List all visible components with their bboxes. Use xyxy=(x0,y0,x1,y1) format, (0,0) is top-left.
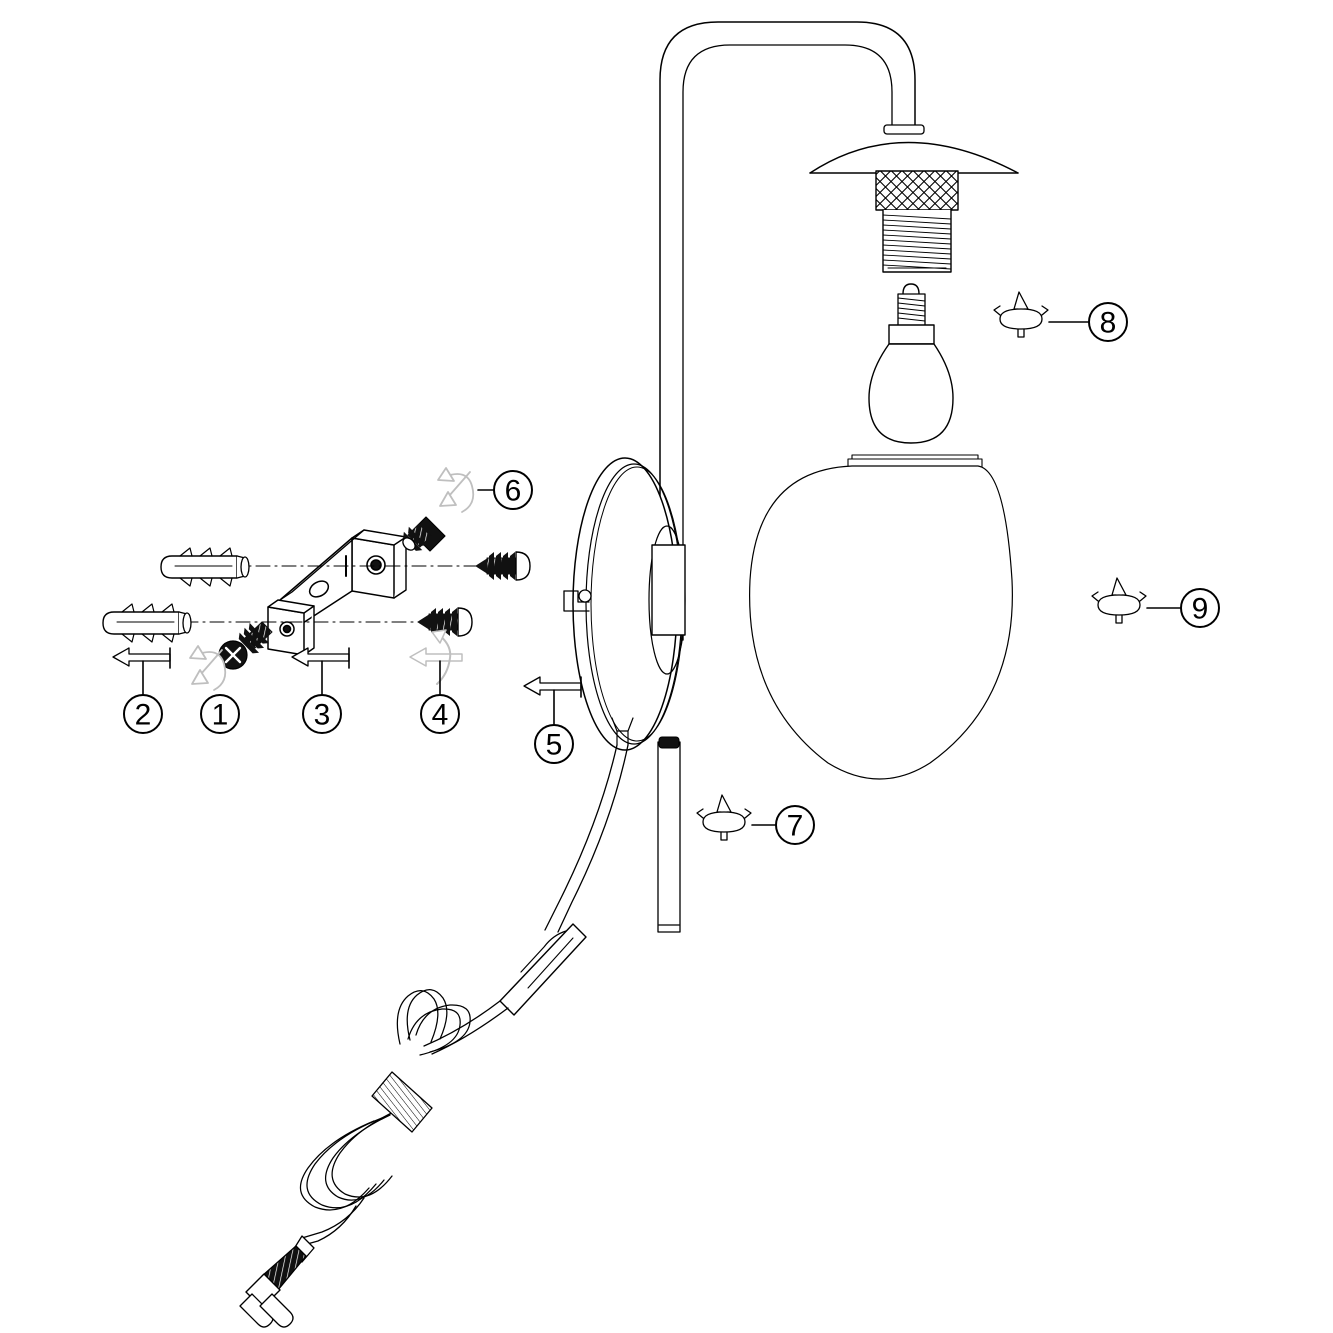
callout-9-label: 9 xyxy=(1192,593,1209,626)
callout-1[interactable]: 1 xyxy=(200,694,240,734)
threaded-socket xyxy=(882,209,952,273)
callout-3-label: 3 xyxy=(314,699,331,732)
knurled-socket-sleeve xyxy=(875,170,959,211)
disc-stem xyxy=(611,717,634,746)
wood-screw-lower xyxy=(417,607,473,637)
wall-plug-anchor-upper xyxy=(160,547,250,587)
inline-switch xyxy=(499,923,587,1016)
wood-screw-upper xyxy=(475,551,531,581)
lamp-shade-cap xyxy=(809,124,1019,174)
left-arrow-icon-5 xyxy=(523,676,582,725)
wall-mount-disc-box xyxy=(651,544,686,636)
cord-tie xyxy=(371,1071,433,1133)
glass-globe-shade xyxy=(749,454,1013,780)
callout-8[interactable]: 8 xyxy=(1088,302,1128,342)
rotate-arrow-icon-1 xyxy=(189,645,227,691)
callout-7-label: 7 xyxy=(787,810,804,843)
callout-6-label: 6 xyxy=(505,475,522,508)
pan-head-machine-screw xyxy=(218,621,273,670)
callout-6[interactable]: 6 xyxy=(493,470,533,510)
callout-4-label: 4 xyxy=(432,699,449,732)
lift-rotate-icon-8 xyxy=(993,291,1049,338)
left-arrow-icon-3 xyxy=(291,647,350,695)
callout-1-label: 1 xyxy=(212,699,229,732)
lift-rotate-icon-7 xyxy=(696,794,752,841)
wall-mount-disc xyxy=(563,457,686,751)
rotate-arrow-icon-6 xyxy=(437,467,475,513)
callout-bubbles: 1 2 3 4 5 6 7 8 xyxy=(123,302,1220,845)
left-arrow-rotate-icon-4 xyxy=(409,629,463,695)
callout-5-label: 5 xyxy=(546,729,563,762)
set-screw xyxy=(402,516,446,552)
lift-rotate-icon-9 xyxy=(1091,577,1147,624)
mounting-bracket xyxy=(267,529,407,656)
callout-2-label: 2 xyxy=(135,699,152,732)
callout-4[interactable]: 4 xyxy=(420,694,460,734)
callout-3[interactable]: 3 xyxy=(302,694,342,734)
light-bulb xyxy=(868,283,954,444)
callout-5[interactable]: 5 xyxy=(534,724,574,764)
left-arrow-icon-2 xyxy=(112,647,171,695)
callout-8-label: 8 xyxy=(1100,307,1117,340)
callout-7[interactable]: 7 xyxy=(775,805,815,845)
euro-plug xyxy=(239,1235,315,1328)
wall-plug-anchor-lower xyxy=(102,603,192,643)
callout-9[interactable]: 9 xyxy=(1180,588,1220,628)
callout-2[interactable]: 2 xyxy=(123,694,163,734)
extension-rod xyxy=(657,736,681,933)
power-cord xyxy=(299,744,629,1247)
